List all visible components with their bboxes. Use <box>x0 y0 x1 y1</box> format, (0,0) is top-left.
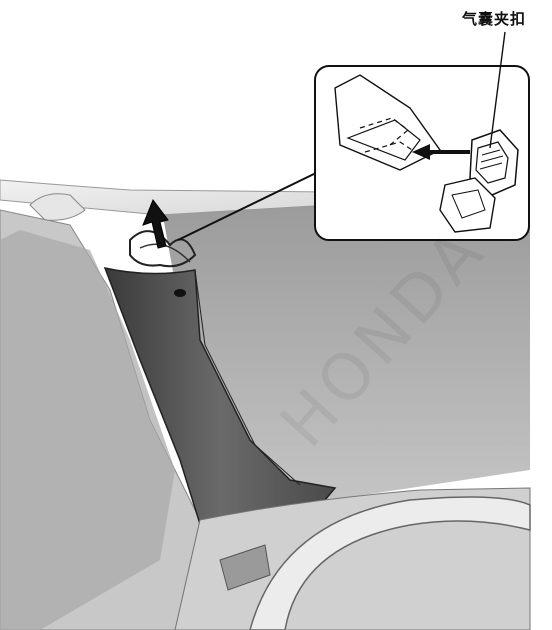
windshield-glass <box>160 195 530 500</box>
inset-trim-panel-lower <box>346 119 421 161</box>
dash-vent <box>219 544 271 591</box>
inset-direction-arrow <box>412 144 470 160</box>
steering-wheel-rim <box>249 496 531 630</box>
sun-visor-mount <box>29 193 86 221</box>
left-inner-panel <box>0 230 175 630</box>
removal-arrow <box>142 198 169 249</box>
inset-dashed-clip-path-2 <box>364 141 413 153</box>
inset-dashed-clip-path <box>359 117 409 146</box>
airbag-clip-label: 气囊夹扣 <box>462 10 527 28</box>
a-pillar-inner-edge <box>194 269 301 486</box>
callout-leader-line <box>177 171 319 241</box>
airbag-clip-hole <box>174 289 186 297</box>
label-leader-line <box>489 31 506 149</box>
inset-airbag-clip <box>439 129 519 233</box>
